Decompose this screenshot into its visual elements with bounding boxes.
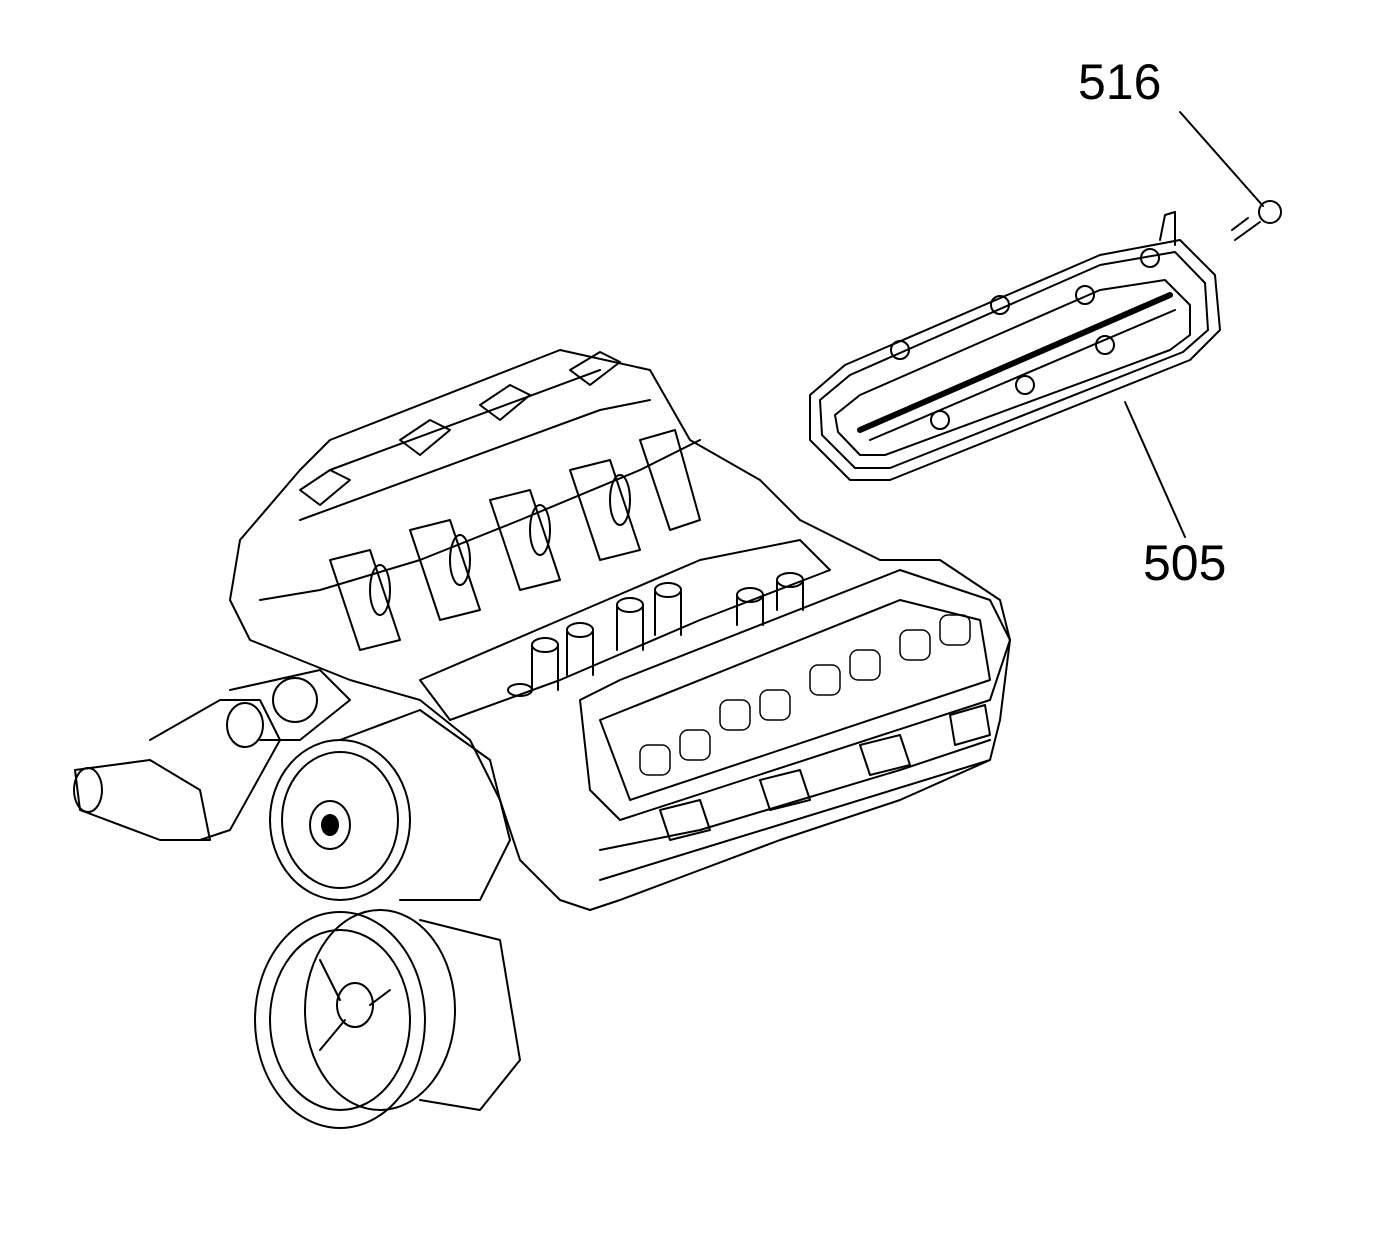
leader-line-516 [1179, 111, 1264, 207]
crank-balancer [254, 909, 521, 1129]
water-pump-housing [73, 669, 351, 841]
callout-516-label: 516 [1078, 54, 1162, 110]
upper-pulley [269, 709, 511, 901]
callout-505-label: 505 [1143, 535, 1227, 591]
leader-line-505 [1124, 401, 1186, 538]
valve-rocker-cover [809, 211, 1221, 481]
valve-cover-bolt [1231, 200, 1282, 241]
engine-block [229, 349, 1011, 911]
